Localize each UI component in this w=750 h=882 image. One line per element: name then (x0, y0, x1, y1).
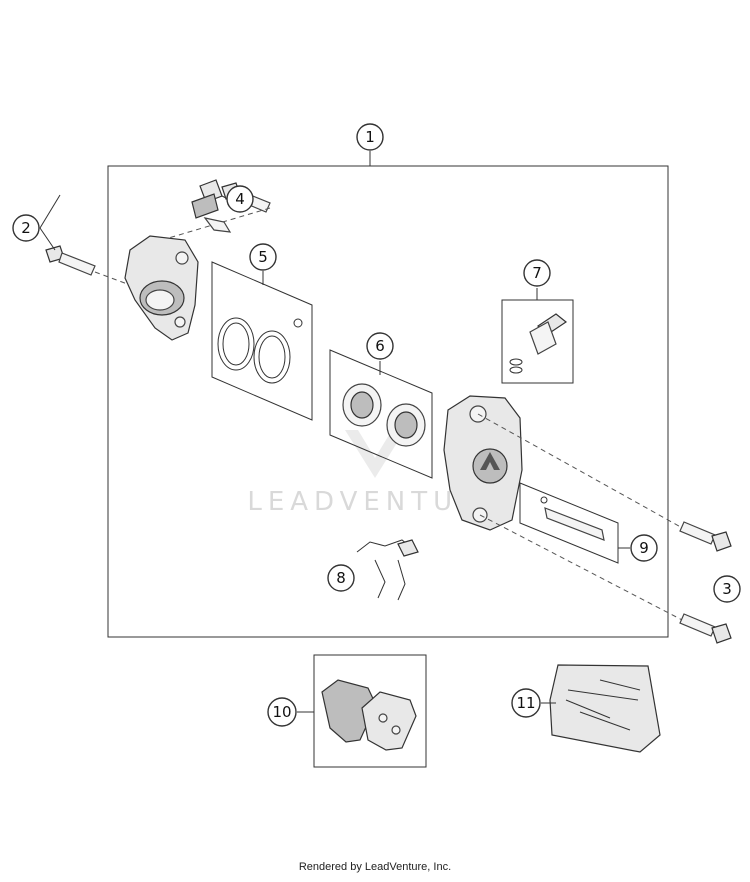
svg-text:2: 2 (21, 219, 31, 237)
watermark-logo (345, 430, 405, 478)
bolt-lower-right (679, 613, 732, 644)
pin-kit-panel (519, 482, 619, 564)
svg-text:1: 1 (365, 128, 375, 146)
callout-7: 7 (523, 259, 551, 287)
pad-spring (356, 539, 419, 601)
leader-2b (39, 227, 56, 251)
dash-bolt-right-lower (479, 514, 687, 623)
brake-caliper (443, 395, 523, 531)
brake-pads (321, 679, 417, 751)
pistons (342, 383, 426, 447)
repair-kit-parts (509, 313, 568, 374)
pin-kit-clip (540, 496, 548, 504)
svg-text:3: 3 (722, 580, 732, 598)
dash-bolt-lower (94, 271, 131, 286)
seal-kit-panel (211, 261, 313, 421)
svg-text:10: 10 (272, 703, 291, 721)
svg-text:5: 5 (258, 248, 268, 266)
svg-text:4: 4 (235, 190, 245, 208)
leader-4 (221, 195, 227, 199)
callout-11: 11 (511, 688, 541, 718)
callout-8: 8 (327, 564, 355, 592)
bleeder-valve (191, 179, 232, 233)
piston-kit-panel (329, 349, 433, 479)
caliper-bracket (124, 235, 199, 341)
callout-6: 6 (366, 332, 394, 360)
kit-package (549, 664, 661, 753)
callout-2: 2 (12, 214, 40, 242)
svg-text:6: 6 (375, 337, 385, 355)
callout-1: 1 (356, 123, 384, 151)
bolt-lower-left (45, 245, 96, 276)
svg-text:7: 7 (532, 264, 542, 282)
svg-text:9: 9 (639, 539, 649, 557)
bolt-upper-right (679, 521, 732, 552)
pin-kit-pin (544, 507, 605, 541)
callout-10: 10 (267, 697, 297, 727)
svg-text:8: 8 (336, 569, 346, 587)
callout-5: 5 (249, 243, 277, 271)
callout-9: 9 (630, 534, 658, 562)
seal-rings (217, 317, 303, 384)
svg-text:11: 11 (516, 694, 535, 712)
callout-4: 4 (226, 185, 254, 213)
render-credit: Rendered by LeadVenture, Inc. (298, 861, 452, 873)
dash-bolt-right-upper (477, 413, 687, 531)
assembly-frame (107, 165, 669, 638)
callout-3: 3 (713, 575, 741, 603)
brake-pads-box (313, 654, 427, 768)
leader-2a (39, 194, 61, 229)
